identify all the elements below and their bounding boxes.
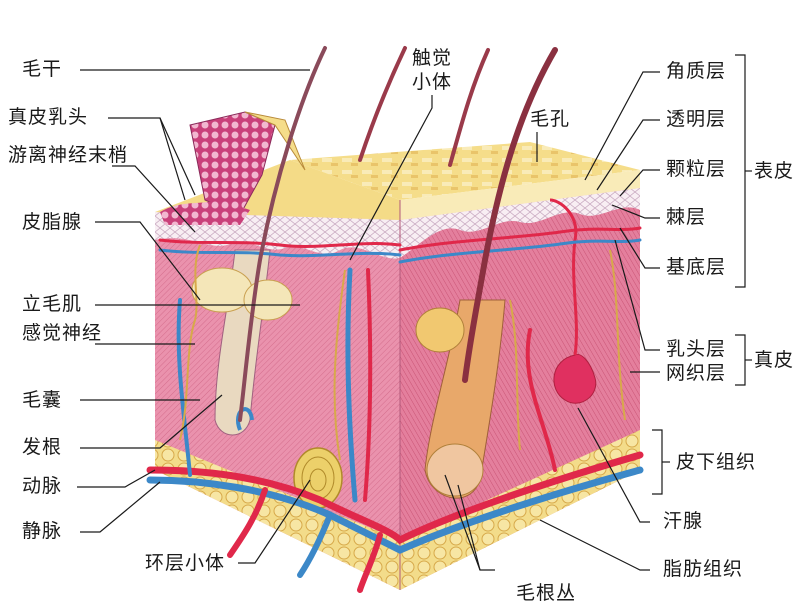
hairs	[238, 46, 558, 422]
label-vein: 静脉	[22, 520, 63, 542]
label-dermal-papilla: 真皮乳头	[8, 106, 89, 128]
label-stratum-corneum: 角质层	[666, 60, 727, 82]
nerves	[179, 244, 626, 461]
label-sensory-nerve: 感觉神经	[22, 322, 103, 344]
label-pore: 毛孔	[530, 108, 571, 130]
label-reticular-layer: 网织层	[666, 362, 727, 384]
label-dermis: 真皮	[754, 349, 795, 371]
brackets	[652, 54, 752, 495]
label-hair-root: 发根	[22, 436, 63, 458]
label-meissner-corpuscle: 触觉小体	[411, 47, 452, 93]
label-subcutaneous-tissue: 皮下组织	[676, 451, 757, 473]
peeled-epidermis-flap	[160, 111, 306, 225]
label-free-nerve-endings: 游离神经末梢	[8, 144, 129, 166]
label-stratum-basale: 基底层	[666, 256, 727, 278]
label-hair-shaft: 毛干	[22, 58, 63, 80]
label-hair-root-plexus: 毛根丛	[516, 582, 577, 604]
label-papillary-layer: 乳头层	[666, 338, 727, 360]
label-hair-follicle: 毛囊	[22, 389, 63, 411]
blood-vessels	[146, 226, 644, 593]
label-artery: 动脉	[22, 475, 63, 497]
label-stratum-spinosum: 棘层	[666, 206, 707, 228]
hair-follicle-right	[415, 299, 506, 499]
label-pacinian-corpuscle: 环层小体	[145, 552, 226, 574]
label-epidermis: 表皮	[754, 160, 795, 182]
label-stratum-granulosum: 颗粒层	[666, 158, 727, 180]
label-adipose-tissue: 脂肪组织	[663, 558, 744, 580]
label-sweat-gland: 汗腺	[663, 510, 704, 532]
label-stratum-lucidum: 透明层	[666, 108, 727, 130]
label-sebaceous-gland: 皮脂腺	[22, 211, 83, 233]
sweat-gland-shape	[549, 198, 597, 404]
leader-lines	[77, 69, 660, 571]
label-arrector-pili: 立毛肌	[22, 293, 83, 315]
